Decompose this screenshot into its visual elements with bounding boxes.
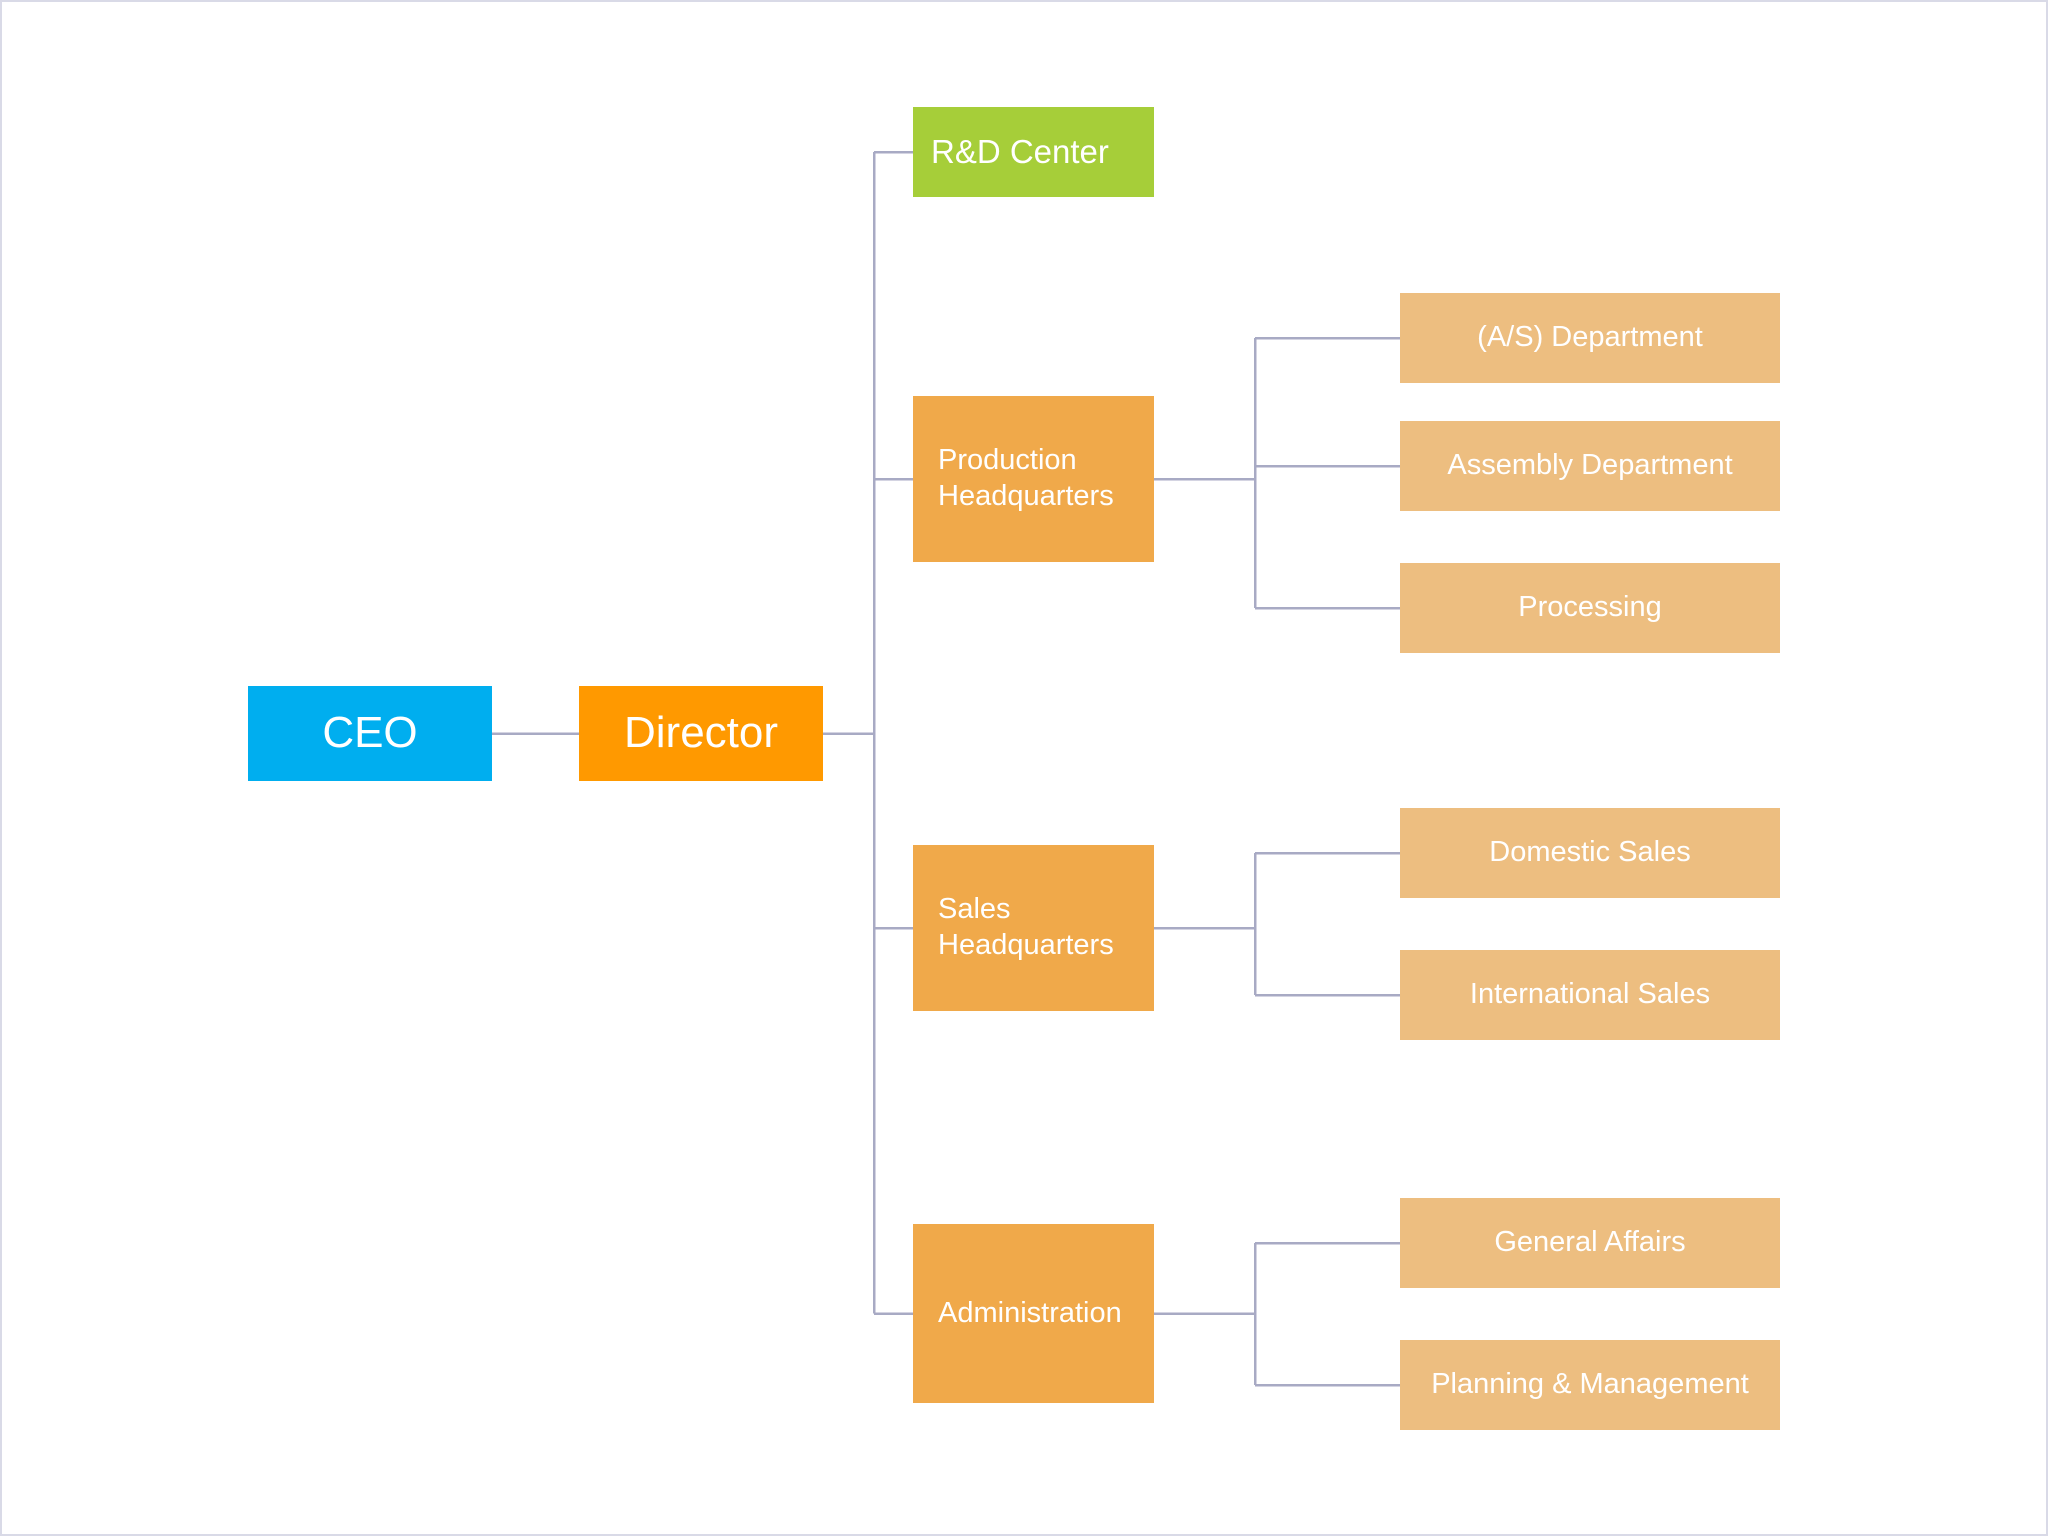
node-international-sales-label: International Sales [1469,978,1711,1011]
node-general-affairs[interactable]: General Affairs [1400,1198,1780,1288]
node-rnd-center[interactable]: R&D Center [913,107,1154,197]
node-planning-management-label: Planning & Management [1431,1368,1749,1401]
node-international-sales[interactable]: International Sales [1400,950,1780,1040]
node-director-label: Director [623,708,779,758]
node-rnd-center-label: R&D Center [931,132,1109,170]
node-administration[interactable]: Administration [913,1224,1154,1403]
node-assembly-department-label: Assembly Department [1447,449,1733,482]
node-domestic-sales-label: Domestic Sales [1489,836,1691,869]
node-sales-headquarters-label: Sales Headquarters [938,893,1114,961]
node-domestic-sales[interactable]: Domestic Sales [1400,808,1780,898]
node-ceo-label: CEO [322,708,418,758]
node-assembly-department[interactable]: Assembly Department [1400,421,1780,511]
node-ceo[interactable]: CEO [248,686,492,781]
node-production-headquarters[interactable]: Production Headquarters [913,396,1154,562]
node-administration-label: Administration [938,1296,1122,1329]
node-as-department-label: (A/S) Department [1477,321,1703,354]
node-production-headquarters-label: Production Headquarters [938,444,1114,512]
node-planning-management[interactable]: Planning & Management [1400,1340,1780,1430]
node-processing[interactable]: Processing [1400,563,1780,653]
node-general-affairs-label: General Affairs [1494,1226,1686,1259]
node-director[interactable]: Director [579,686,823,781]
node-processing-label: Processing [1518,591,1662,624]
node-as-department[interactable]: (A/S) Department [1400,293,1780,383]
node-sales-headquarters[interactable]: Sales Headquarters [913,845,1154,1011]
